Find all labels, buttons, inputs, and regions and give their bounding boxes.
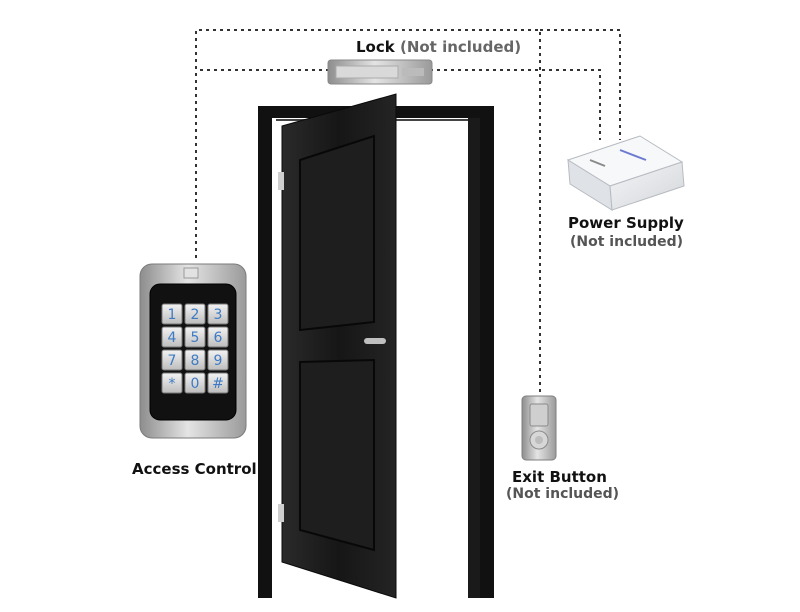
keypad-key-label: 0 <box>191 376 200 392</box>
access-control-title: Access Control <box>132 460 257 478</box>
wire-access-to-lock <box>195 29 541 395</box>
wire-top-to-power <box>540 29 621 140</box>
keypad-key-label: 9 <box>214 353 223 369</box>
keypad-key <box>207 326 229 348</box>
keypad-key <box>184 326 206 348</box>
keypad-key <box>161 372 183 394</box>
keypad-key-label: 3 <box>214 307 223 323</box>
exit-button-title: Exit Button <box>512 468 607 486</box>
keypad-key-label: 1 <box>168 307 177 323</box>
power-supply-icon <box>566 135 685 211</box>
keypad-key <box>184 372 206 394</box>
keypad-key-label: 7 <box>168 353 177 369</box>
keypad-key <box>161 349 183 371</box>
keypad-key-label: * <box>169 376 176 392</box>
keypad-key-label: 5 <box>191 330 200 346</box>
lock-note: (Not included) <box>399 38 522 56</box>
keypad-key-label: 4 <box>168 330 177 346</box>
door-icon <box>278 93 397 599</box>
power-supply-title: Power Supply <box>568 214 684 232</box>
exit-button-icon <box>521 395 557 461</box>
keypad-key <box>207 349 229 371</box>
lock-label: Lock (Not included) <box>356 38 521 56</box>
exit-button-note: (Not included) <box>506 486 620 502</box>
keypad-key <box>207 372 229 394</box>
keypad-key <box>184 303 206 325</box>
keypad-key-label: 6 <box>214 330 223 346</box>
power-supply-note: (Not included) <box>570 234 684 250</box>
wiring <box>195 29 621 395</box>
keypad-key <box>184 349 206 371</box>
keypad-key <box>161 326 183 348</box>
keypad-key <box>161 303 183 325</box>
keypad-key-label: # <box>212 376 224 392</box>
lock-title: Lock <box>356 38 395 56</box>
keypad-key-label: 2 <box>191 307 200 323</box>
keypad-key-label: 8 <box>191 353 200 369</box>
keypad-key <box>207 303 229 325</box>
door-handle-icon <box>364 338 386 344</box>
wire-lock-right <box>430 69 601 140</box>
lock-device-icon <box>327 59 433 85</box>
